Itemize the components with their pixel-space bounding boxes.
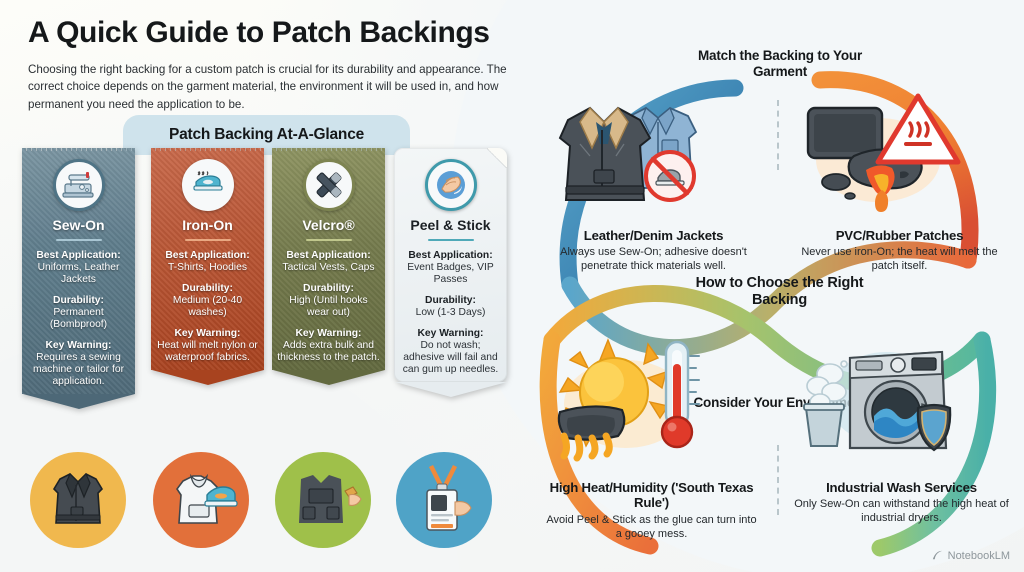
panel-tail <box>151 370 264 386</box>
field-durability: Durability: Low (1-3 Days) <box>399 295 502 319</box>
field-durability: Durability: Medium (20-40 washes) <box>156 283 259 319</box>
sewing-machine-icon <box>52 159 105 211</box>
corner-fold <box>487 148 507 168</box>
how-to-choose-flow: Match the Backing to Your Garment How to… <box>530 40 1024 560</box>
quadrant-pvc-rubber-patches[interactable]: PVC/Rubber Patches Never use iron-On; th… <box>792 78 1007 273</box>
tactical-vest-icon <box>299 475 362 523</box>
quadrant-leather-denim-jackets[interactable]: Leather/Denim Jackets Always use Sew-On;… <box>546 78 761 273</box>
quadrant-desc: Only Sew-On can withstand the high heat … <box>794 498 1009 525</box>
field-durability: Durability: High (Until hooks wear out) <box>277 283 380 319</box>
field-best-application: Best Application: Event Badges, VIP Pass… <box>399 250 502 286</box>
at-a-glance-banner: Patch Backing At-A-Glance <box>123 115 410 155</box>
peeling-hand-icon <box>424 159 477 211</box>
sun-thermometer-melting-patch-art <box>544 330 759 480</box>
panel-accent-rule <box>305 238 352 241</box>
garment-badge-row <box>22 452 522 552</box>
field-value: Adds extra bulk and thickness to the pat… <box>277 339 380 364</box>
leather-denim-jacket-no-iron-art <box>546 78 761 228</box>
field-label: Best Application: <box>36 249 121 261</box>
field-label: Best Application: <box>408 249 493 261</box>
panel-velcro[interactable]: Velcro® Best Application: Tactical Vests… <box>272 148 385 386</box>
quadrant-title: High Heat/Humidity ('South Texas Rule') <box>549 480 754 511</box>
clothes-iron-icon <box>181 159 234 211</box>
field-key-warning: Key Warning: Do not wash; adhesive will … <box>399 328 502 376</box>
quadrant-desc: Never use iron-On; the heat will melt th… <box>801 246 998 273</box>
page-subtitle: Choosing the right backing for a custom … <box>28 62 507 111</box>
field-value: Permanent (Bombproof) <box>49 306 108 330</box>
watermark-label: NotebookLM <box>947 549 1010 562</box>
quadrant-high-heat-humidity[interactable]: High Heat/Humidity ('South Texas Rule') … <box>544 330 759 541</box>
field-key-warning: Key Warning: Requires a sewing machine o… <box>27 340 130 388</box>
field-value: Low (1-3 Days) <box>415 306 486 318</box>
field-label: Key Warning: <box>417 327 484 339</box>
panel-peel-and-stick[interactable]: Peel & Stick Best Application: Event Bad… <box>394 148 507 398</box>
panel-accent-rule <box>184 238 231 241</box>
field-value: Requires a sewing machine or tailor for … <box>33 352 124 388</box>
panel-name: Iron-On <box>182 217 233 233</box>
field-label: Durability: <box>303 282 354 294</box>
vip-badge-lanyard-icon <box>426 464 472 531</box>
at-a-glance-title: Patch Backing At-A-Glance <box>168 126 365 143</box>
field-value: Event Badges, VIP Passes <box>407 261 494 285</box>
panel-name: Sew-On <box>52 217 105 233</box>
field-best-application: Best Application: Tactical Vests, Caps <box>277 250 380 274</box>
washing-machine-shield-art <box>794 330 1009 480</box>
field-best-application: Best Application: Uniforms, Leather Jack… <box>27 250 130 286</box>
panel-name: Velcro® <box>302 217 355 233</box>
field-value: High (Until hooks wear out) <box>289 294 368 318</box>
quadrant-title: Industrial Wash Services <box>826 480 977 495</box>
badge-vip-pass[interactable] <box>396 452 492 548</box>
notebooklm-icon <box>932 550 942 560</box>
panel-name: Peel & Stick <box>410 217 491 233</box>
page-title: A Quick Guide to Patch Backings <box>28 16 490 49</box>
flow-group-label-top: Match the Backing to Your Garment <box>697 48 863 80</box>
watermark: NotebookLM <box>931 549 1010 562</box>
field-value: T-Shirts, Hoodies <box>168 261 247 273</box>
badge-tactical-vest[interactable] <box>275 452 371 548</box>
panel-accent-rule <box>55 238 102 241</box>
field-value: Heat will melt nylon or waterproof fabri… <box>157 339 258 364</box>
badge-hoodie-iron[interactable] <box>153 452 249 548</box>
field-best-application: Best Application: T-Shirts, Hoodies <box>156 250 259 274</box>
quadrant-desc: Avoid Peel & Stick as the glue can turn … <box>546 513 757 540</box>
field-label: Durability: <box>425 294 476 306</box>
header: A Quick Guide to Patch Backings Choosing… <box>28 16 548 113</box>
field-label: Key Warning: <box>295 327 362 339</box>
quadrant-industrial-wash[interactable]: Industrial Wash Services Only Sew-On can… <box>794 330 1009 525</box>
panel-sew-on[interactable]: Sew-On Best Application: Uniforms, Leath… <box>22 148 135 410</box>
quadrant-title: Leather/Denim Jackets <box>583 228 724 243</box>
melting-pvc-patch-heat-warning-art <box>792 78 1007 228</box>
field-label: Key Warning: <box>45 339 112 351</box>
field-value: Medium (20-40 washes) <box>172 294 243 318</box>
panel-accent-rule <box>427 238 474 241</box>
divider-top <box>777 100 779 170</box>
field-key-warning: Key Warning: Heat will melt nylon or wat… <box>156 328 259 364</box>
leather-jacket-icon <box>52 472 104 524</box>
quadrant-title: PVC/Rubber Patches <box>835 228 964 243</box>
panel-tail <box>272 370 385 386</box>
quadrant-desc: Always use Sew-On; adhesive doesn't pene… <box>560 246 747 273</box>
panel-tail <box>394 382 507 398</box>
flow-center-label: How to Choose the Right Backing <box>695 275 864 309</box>
panel-tail <box>22 394 135 410</box>
field-value: Do not wash; adhesive will fail and can … <box>402 339 499 376</box>
divider-bottom <box>777 445 779 515</box>
field-value: Uniforms, Leather Jackets <box>37 261 120 285</box>
field-label: Durability: <box>53 294 104 306</box>
field-label: Best Application: <box>286 249 371 261</box>
backing-panels: Sew-On Best Application: Uniforms, Leath… <box>22 148 522 453</box>
field-label: Durability: <box>182 282 233 294</box>
badge-leather-jacket[interactable] <box>30 452 126 548</box>
field-value: Tactical Vests, Caps <box>282 261 375 273</box>
field-label: Key Warning: <box>174 327 241 339</box>
field-label: Best Application: <box>165 249 250 261</box>
field-key-warning: Key Warning: Adds extra bulk and thickne… <box>277 328 380 364</box>
hoodie-with-iron-icon <box>176 473 238 524</box>
velcro-strips-icon <box>302 159 355 211</box>
field-durability: Durability: Permanent (Bombproof) <box>27 295 130 331</box>
panel-iron-on[interactable]: Iron-On Best Application: T-Shirts, Hood… <box>151 148 264 386</box>
